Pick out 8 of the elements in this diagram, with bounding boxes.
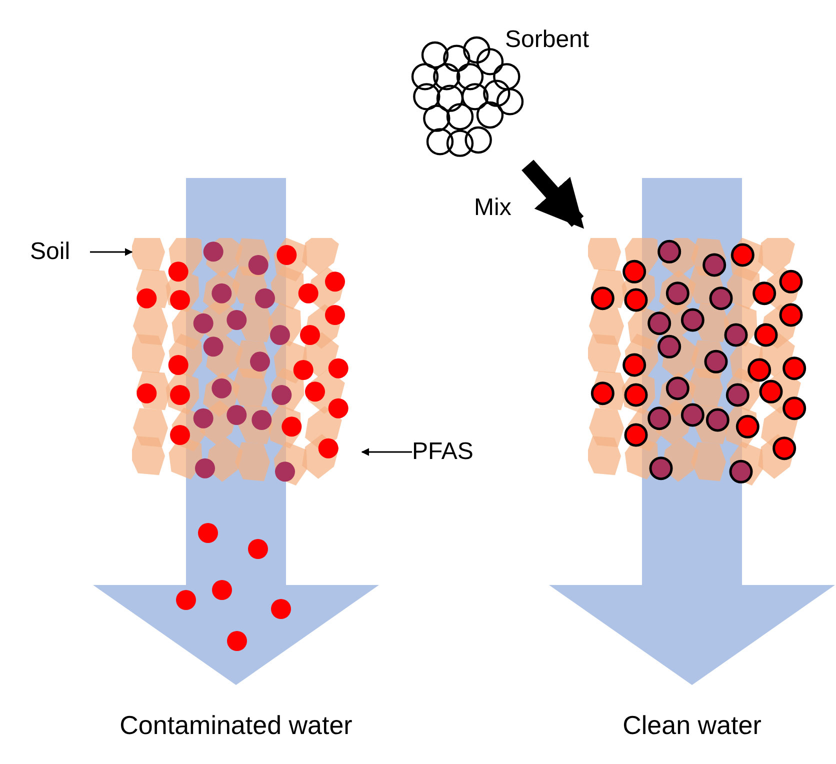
- caption-text: Contaminated water: [120, 712, 352, 738]
- sorbent-label: Sorbent: [505, 28, 590, 52]
- arrow: [522, 160, 584, 229]
- part-label: Soil: [30, 240, 72, 264]
- leader-line: [361, 448, 412, 456]
- caption-text: Clean water: [622, 712, 762, 738]
- part-label: PFAS: [412, 440, 474, 464]
- leader-line: [90, 248, 133, 256]
